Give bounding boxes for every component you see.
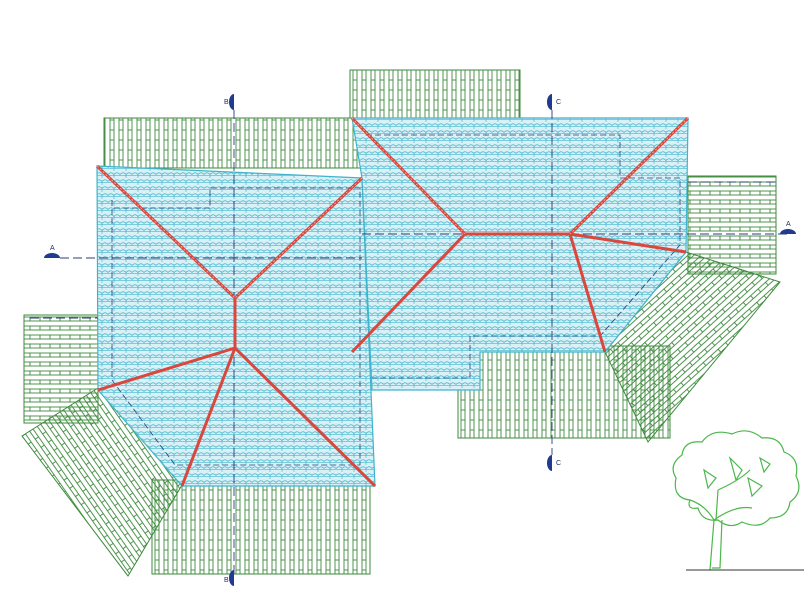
rafters-top-center <box>350 70 520 118</box>
tree-icon <box>672 430 800 571</box>
marker-label-a-left: A <box>50 245 55 252</box>
section-marker-c-top: C <box>547 94 561 110</box>
marker-label-c-bottom: C <box>556 460 561 467</box>
marker-label-b-bottom: B <box>224 577 229 584</box>
section-marker-b-top: B <box>224 94 234 110</box>
section-marker-a-right: A <box>780 221 796 234</box>
rafters-bottom-left <box>152 480 370 574</box>
ridge-left-hip-3 <box>97 346 236 392</box>
ridge-left-hip-4 <box>180 347 237 487</box>
section-marker-icon <box>229 570 234 586</box>
section-marker-icon <box>547 94 552 110</box>
section-marker-icon <box>229 94 234 110</box>
section-marker-a-left: A <box>44 245 60 258</box>
marker-label-b-top: B <box>224 99 229 106</box>
section-marker-icon <box>44 253 60 258</box>
ridge-left-hip-1 <box>95 164 237 300</box>
ridge-right-hip-2 <box>350 232 467 354</box>
hip-ridges <box>95 116 690 488</box>
section-marker-c-bottom: C <box>547 455 561 471</box>
roof-right-wing <box>351 117 689 391</box>
ridge-left-hip-5 <box>233 346 377 488</box>
section-marker-icon <box>780 229 796 234</box>
ridge-right-hip-4 <box>569 232 687 254</box>
section-marker-icon <box>547 455 552 471</box>
section-marker-b-bottom: B <box>224 570 234 586</box>
marker-label-a-right: A <box>786 221 791 228</box>
rafters-top-left <box>104 118 366 168</box>
marker-label-c-top: C <box>556 99 561 106</box>
ridge-right-hip-5 <box>568 233 607 353</box>
